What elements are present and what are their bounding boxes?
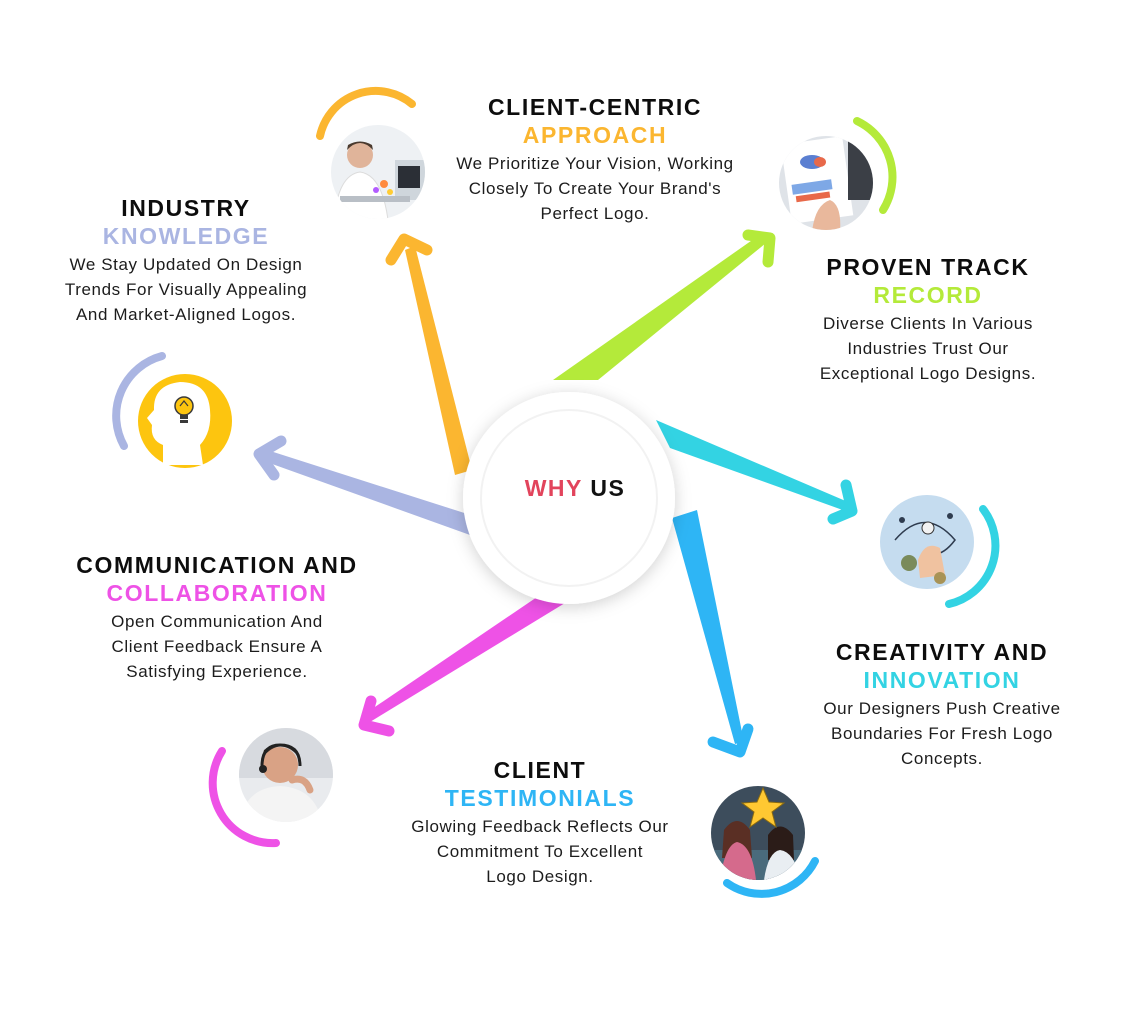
center-title: WHY US	[470, 475, 680, 502]
block-title: INDUSTRY	[121, 195, 251, 221]
block-description: We Stay Updated On Design Trends For Vis…	[64, 255, 308, 324]
arrow-client-testimonials	[672, 510, 754, 758]
block-subtitle: RECORD	[873, 282, 983, 308]
block-description: We Prioritize Your Vision, Working Close…	[456, 154, 734, 223]
block-subtitle: COLLABORATION	[106, 580, 328, 606]
block-description: Our Designers Push Creative Boundaries F…	[823, 699, 1061, 768]
happy-clients-star-icon	[711, 786, 805, 880]
arrow-client-centric	[385, 233, 472, 475]
block-title: CLIENT-CENTRIC	[487, 94, 703, 120]
arc-client-testimonials	[723, 857, 819, 898]
arc-client-centric	[316, 87, 416, 140]
support-agent-headset-icon	[239, 728, 333, 822]
arrow-creativity-innovation	[656, 420, 858, 525]
block-subtitle: APPROACH	[522, 122, 668, 148]
businessman-photo-icon	[331, 125, 425, 219]
creative-idea-icon	[880, 495, 974, 589]
block-title: CLIENT	[493, 757, 587, 783]
center-hub	[463, 392, 675, 604]
block-description: Glowing Feedback Reflects Our Commitment…	[411, 817, 669, 886]
block-proven-track-record: PROVEN TRACK RECORD Diverse Clients In V…	[778, 253, 1078, 386]
block-description: Open Communication And Client Feedback E…	[111, 612, 323, 681]
center-title-why: WHY	[524, 475, 583, 501]
block-title: CREATIVITY AND	[835, 639, 1049, 665]
arrow-industry-knowledge	[253, 435, 480, 535]
arc-communication-collaboration	[208, 747, 280, 848]
arc-creativity-innovation	[945, 505, 1000, 608]
block-subtitle: TESTIMONIALS	[444, 785, 636, 811]
block-title: PROVEN TRACK	[826, 254, 1030, 280]
block-subtitle: KNOWLEDGE	[102, 223, 270, 249]
arrow-proven-track-record	[553, 229, 776, 380]
block-subtitle: INNOVATION	[863, 667, 1021, 693]
head-lightbulb-icon	[138, 374, 232, 468]
block-industry-knowledge: INDUSTRY KNOWLEDGE We Stay Updated On De…	[36, 194, 336, 327]
block-communication-collaboration: COMMUNICATION AND COLLABORATION Open Com…	[62, 551, 372, 684]
charts-report-icon	[779, 136, 873, 230]
arc-proven-track-record	[853, 117, 897, 214]
center-title-us: US	[590, 475, 626, 501]
block-client-centric: CLIENT-CENTRIC APPROACH We Prioritize Yo…	[430, 93, 760, 226]
block-client-testimonials: CLIENT TESTIMONIALS Glowing Feedback Ref…	[390, 756, 690, 889]
block-creativity-innovation: CREATIVITY AND INNOVATION Our Designers …	[792, 638, 1092, 771]
arc-industry-knowledge	[112, 352, 166, 450]
block-title: COMMUNICATION AND	[76, 552, 358, 578]
block-description: Diverse Clients In Various Industries Tr…	[819, 314, 1037, 383]
arrow-communication-collaboration	[358, 595, 565, 737]
